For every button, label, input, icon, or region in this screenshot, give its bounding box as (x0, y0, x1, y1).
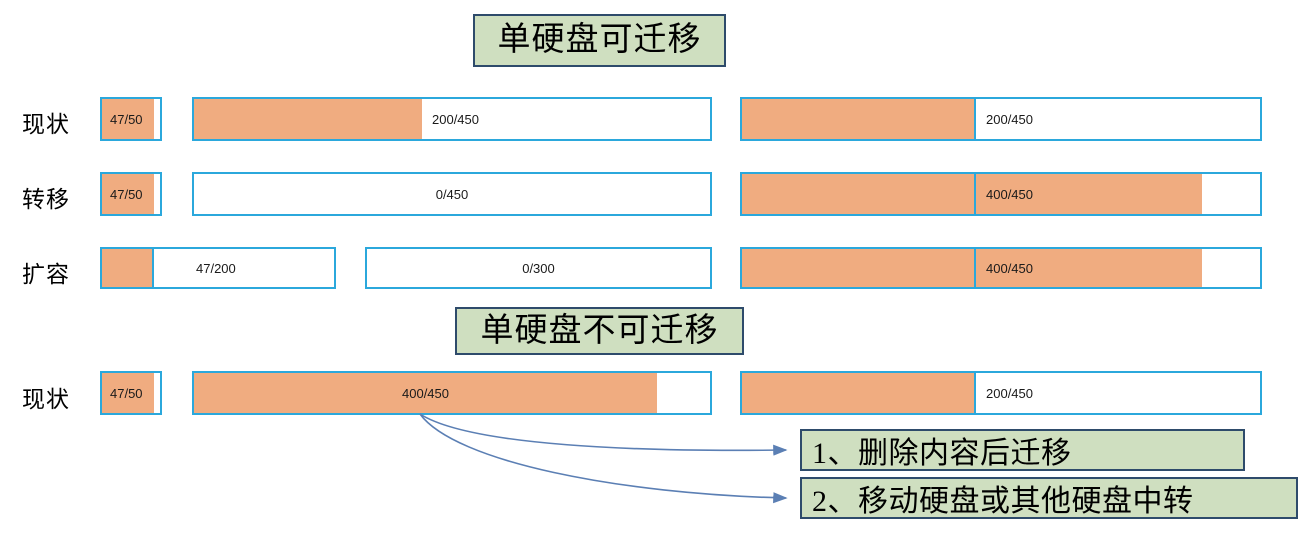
section-title-migratable: 单硬盘可迁移 (473, 14, 726, 67)
disk-bar-divider (152, 249, 154, 287)
disk-bar-label: 200/450 (432, 111, 479, 127)
disk-bar-s1r2-b3: 400/450 (740, 172, 1262, 216)
disk-bar-fill (102, 174, 154, 214)
disk-bar-fill (194, 373, 657, 413)
disk-bar-fill (742, 99, 974, 139)
arrow-to-callout-2 (419, 413, 788, 504)
disk-bar-s1r1-b2: 200/450 (192, 97, 712, 141)
disk-bar-fill (102, 373, 154, 413)
disk-bar-fill (194, 99, 422, 139)
disk-bar-label: 200/450 (986, 111, 1033, 127)
disk-bar-s1r1-b1: 47/50 (100, 97, 162, 141)
callout-delete-then-migrate: 1、删除内容后迁移 (800, 429, 1245, 471)
disk-bar-label: 47/50 (110, 385, 143, 401)
disk-bar-s1r3-b2: 0/300 (365, 247, 712, 289)
disk-bar-divider (974, 99, 976, 139)
disk-bar-label: 400/450 (402, 385, 449, 401)
disk-bar-fill (102, 99, 154, 139)
disk-bar-divider (974, 373, 976, 413)
disk-bar-s2r1-b3: 200/450 (740, 371, 1262, 415)
disk-bar-divider (974, 174, 976, 214)
disk-bar-divider (974, 249, 976, 287)
row-label-transfer: 转移 (22, 187, 70, 212)
disk-bar-s1r2-b2: 0/450 (192, 172, 712, 216)
disk-bar-s2r1-b2: 400/450 (192, 371, 712, 415)
row-label-current-1: 现状 (22, 112, 70, 137)
section-title-non-migratable: 单硬盘不可迁移 (455, 307, 744, 355)
row-label-current-2: 现状 (22, 387, 70, 412)
disk-bar-label: 47/50 (110, 111, 143, 127)
disk-bar-label: 47/200 (196, 260, 236, 276)
disk-bar-label: 0/450 (435, 186, 469, 202)
row-label-expand: 扩容 (22, 262, 70, 287)
disk-bar-s2r1-b1: 47/50 (100, 371, 162, 415)
disk-bar-label: 0/300 (522, 260, 555, 276)
disk-bar-s1r2-b1: 47/50 (100, 172, 162, 216)
disk-bar-s1r3-b3: 400/450 (740, 247, 1262, 289)
disk-bar-fill (742, 249, 1202, 287)
disk-bar-fill (742, 174, 1202, 214)
disk-bar-s1r3-b1: 47/200 (100, 247, 336, 289)
disk-bar-label: 400/450 (986, 260, 1033, 276)
arrow-to-callout-1 (419, 413, 788, 456)
disk-bar-s1r1-b3: 200/450 (740, 97, 1262, 141)
disk-bar-label: 200/450 (986, 385, 1033, 401)
disk-bar-fill (102, 249, 152, 287)
disk-bar-fill (742, 373, 974, 413)
disk-bar-label: 400/450 (986, 186, 1033, 202)
disk-bar-label: 47/50 (110, 186, 143, 202)
callout-move-disk-or-relay: 2、移动硬盘或其他硬盘中转 (800, 477, 1298, 519)
